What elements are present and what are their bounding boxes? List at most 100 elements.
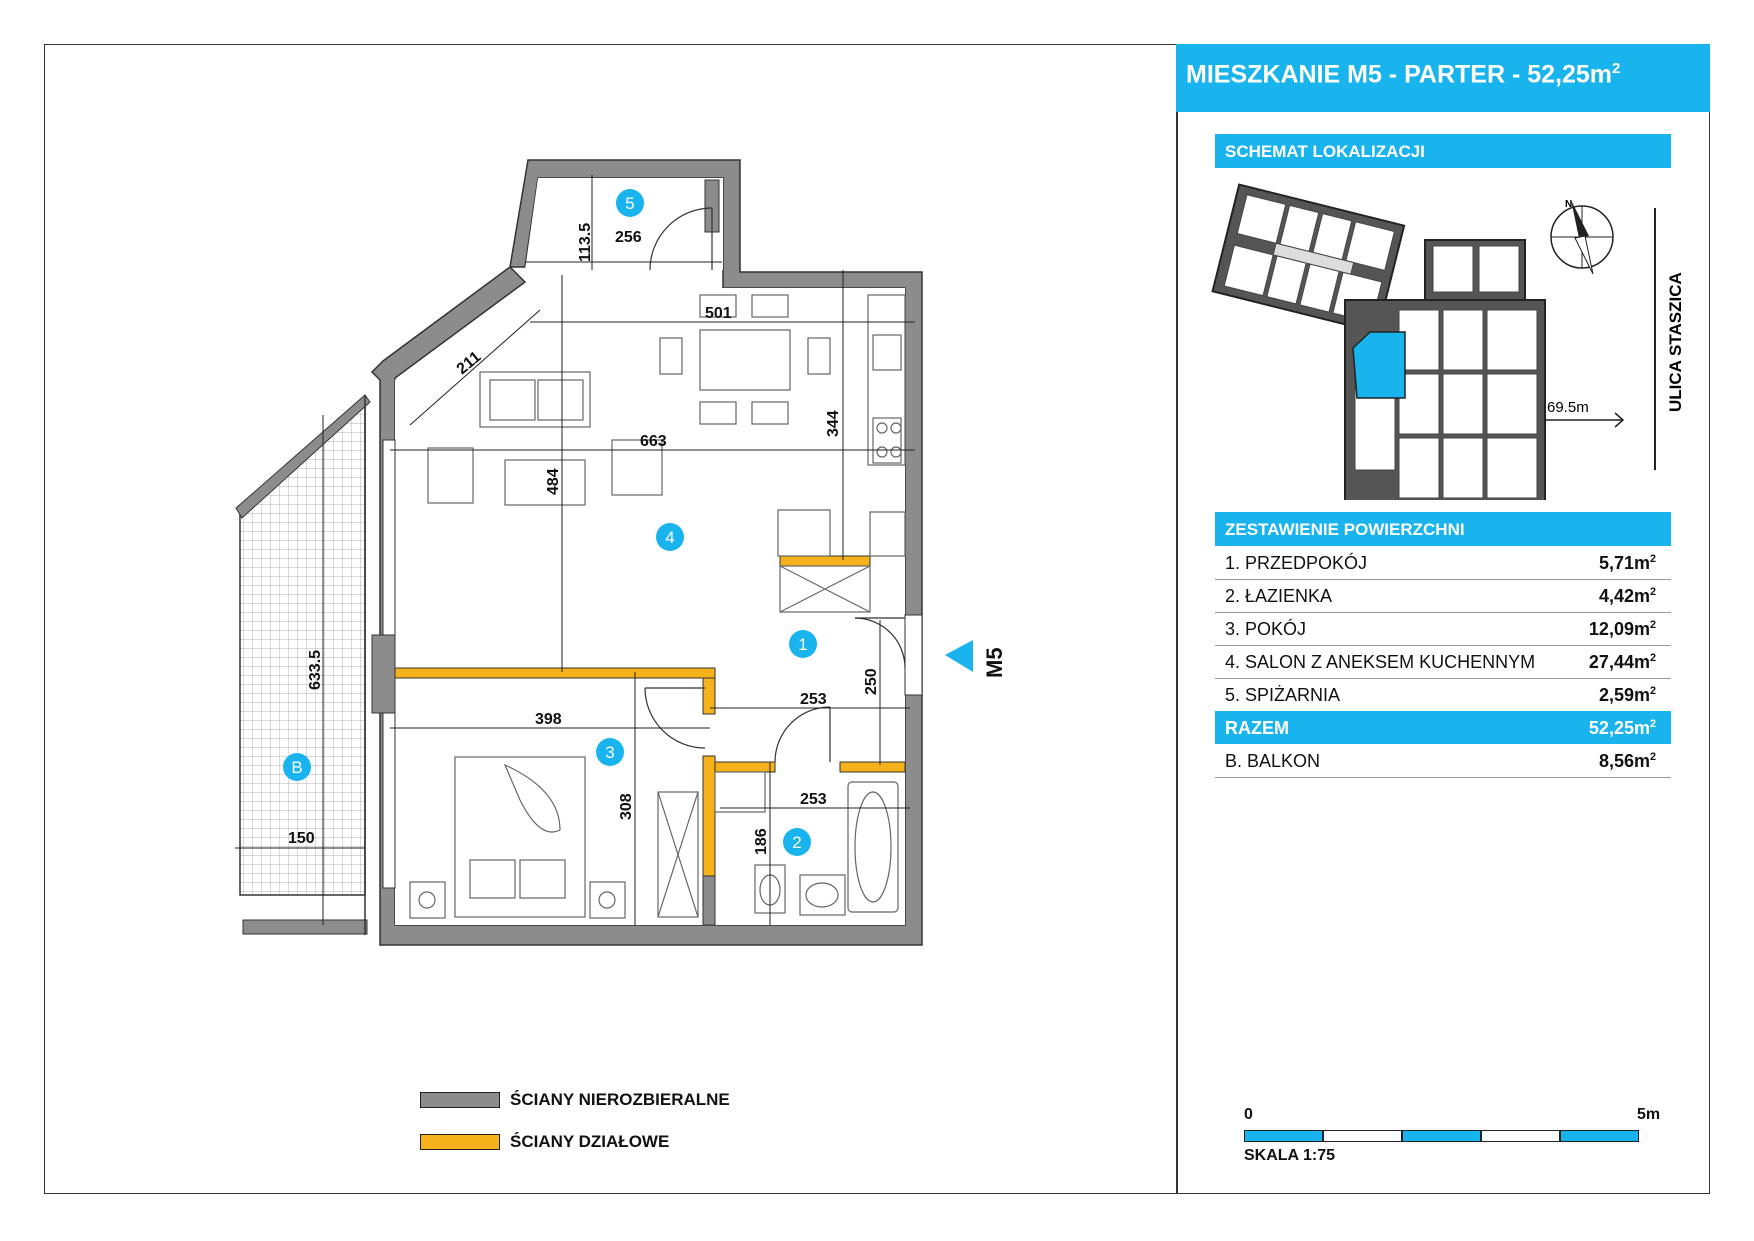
area-unit-sup: 2 xyxy=(1649,685,1656,697)
dim-484: 484 xyxy=(545,468,562,495)
legend-label-structural: ŚCIANY NIEROZBIERALNE xyxy=(510,1090,730,1109)
area-value-text: 12,09m xyxy=(1588,619,1650,639)
dimension-labels: 113.5 256 501 211 344 663 484 250 253 39… xyxy=(288,223,880,855)
bed xyxy=(409,756,699,919)
balcony-label: B. BALKON xyxy=(1225,751,1321,771)
area-row-value: 5,71m2 xyxy=(1599,553,1656,574)
scale-segment xyxy=(1560,1130,1639,1142)
kitchen-units xyxy=(777,294,906,613)
area-row-label: 1. PRZEDPOKÓJ xyxy=(1225,553,1368,573)
page-title: MIESZKANIE M5 - PARTER - 52,25m2 xyxy=(1186,60,1620,89)
building-east-block xyxy=(1344,239,1546,500)
dim-186: 186 xyxy=(753,828,770,855)
area-value-text: 4,42m xyxy=(1598,586,1650,606)
area-value-text: 5,71m xyxy=(1598,553,1650,573)
window-living xyxy=(382,439,396,636)
area-row-value: 27,44m2 xyxy=(1589,652,1656,673)
balcony-floor xyxy=(239,403,366,896)
building-west-wing xyxy=(1211,183,1406,334)
area-unit-sup: 2 xyxy=(1649,586,1656,598)
street-label: ULICA STASZICA xyxy=(1666,272,1685,412)
compass-north-label: N xyxy=(1565,199,1572,210)
pantry-floor xyxy=(525,178,723,270)
total-value-text: 52,25m xyxy=(1588,718,1650,738)
room-marker-1-label: 1 xyxy=(798,635,807,654)
coffee-table-and-chairs xyxy=(427,439,663,506)
location-section-header: SCHEMAT LOKALIZACJI xyxy=(1215,134,1671,168)
distance-arrow-head-icon xyxy=(1614,412,1625,428)
balcony-value: 8,56m2 xyxy=(1599,751,1656,772)
location-map: N ULICA STASZICA 69.5m xyxy=(1211,183,1685,500)
area-value-text: 2,59m xyxy=(1598,685,1650,705)
entrance-arrow-icon xyxy=(945,640,973,672)
highlighted-apartment xyxy=(1352,331,1406,399)
window-bedroom xyxy=(382,712,396,889)
dim-253-top: 253 xyxy=(800,691,827,708)
area-row-label: 2. ŁAZIENKA xyxy=(1225,586,1333,606)
area-row-label: 3. POKÓJ xyxy=(1225,619,1307,639)
dim-501: 501 xyxy=(705,305,732,322)
scale-segment xyxy=(1481,1130,1560,1142)
balcony-row: B. BALKON 8,56m2 xyxy=(1215,744,1671,778)
scale-label: SKALA 1:75 xyxy=(1244,1147,1335,1164)
area-unit-sup: 2 xyxy=(1649,619,1656,631)
area-row-value: 4,42m2 xyxy=(1599,586,1656,607)
dim-663: 663 xyxy=(640,433,667,450)
room-marker-b: B xyxy=(283,753,311,781)
legend-swatch-structural xyxy=(420,1092,500,1108)
balcony-value-text: 8,56m xyxy=(1598,751,1650,771)
balcony-slab xyxy=(242,919,368,935)
area-row: 4. SALON Z ANEKSEM KUCHENNYM 27,44m2 xyxy=(1215,645,1671,679)
areas-section-title: ZESTAWIENIE POWIERZCHNI xyxy=(1225,520,1465,539)
total-unit-sup: 2 xyxy=(1649,718,1656,730)
floor-plan: 113.5 256 501 211 344 663 484 250 253 39… xyxy=(235,159,1007,946)
room-marker-3-label: 3 xyxy=(605,743,614,762)
dim-256: 256 xyxy=(615,229,642,246)
room-marker-b-label: B xyxy=(291,758,302,777)
dim-308: 308 xyxy=(618,793,635,820)
area-row-label: 4. SALON Z ANEKSEM KUCHENNYM xyxy=(1225,652,1536,672)
area-unit-sup: 2 xyxy=(1649,652,1656,664)
legend-label-partition: ŚCIANY DZIAŁOWE xyxy=(510,1132,670,1151)
room-marker-5-label: 5 xyxy=(625,194,634,213)
room-marker-2-label: 2 xyxy=(792,833,801,852)
title-sup: 2 xyxy=(1612,60,1621,77)
sheet-divider xyxy=(1176,44,1178,1194)
area-unit-sup: 2 xyxy=(1649,553,1656,565)
scale-segment xyxy=(1244,1130,1323,1142)
total-label: RAZEM xyxy=(1225,718,1289,738)
room-marker-3: 3 xyxy=(596,738,624,766)
dimension-lines xyxy=(235,175,915,925)
areas-section-header: ZESTAWIENIE POWIERZCHNI xyxy=(1215,512,1671,546)
balcony-unit-sup: 2 xyxy=(1649,751,1656,763)
dim-398: 398 xyxy=(535,711,562,728)
area-row-value: 12,09m2 xyxy=(1589,619,1656,640)
area-row: 2. ŁAZIENKA 4,42m2 xyxy=(1215,579,1671,613)
scale-segment xyxy=(1402,1130,1481,1142)
dim-113-5: 113.5 xyxy=(577,223,594,262)
dim-250: 250 xyxy=(863,668,880,695)
area-value-text: 27,44m xyxy=(1588,652,1650,672)
area-row-value: 2,59m2 xyxy=(1599,685,1656,706)
room-marker-1: 1 xyxy=(789,630,817,658)
wall-pier xyxy=(371,634,396,714)
room-marker-2: 2 xyxy=(783,828,811,856)
title-text: MIESZKANIE M5 - PARTER - 52,25m xyxy=(1186,60,1613,89)
room-marker-4: 4 xyxy=(656,523,684,551)
partition-walls xyxy=(394,555,906,926)
dining-set xyxy=(659,294,831,425)
legend-swatch-partition xyxy=(420,1134,500,1150)
distance-label: 69.5m xyxy=(1547,399,1589,416)
balcony-railing xyxy=(235,394,371,519)
apartment-floor xyxy=(395,288,905,925)
total-value: 52,25m2 xyxy=(1589,718,1656,739)
entrance-label: M5 xyxy=(982,647,1007,678)
area-row: 3. POKÓJ 12,09m2 xyxy=(1215,612,1671,646)
entrance-door-gap xyxy=(904,614,923,696)
room-marker-5: 5 xyxy=(616,189,644,217)
area-row: 1. PRZEDPOKÓJ 5,71m2 xyxy=(1215,546,1671,580)
area-total-row: RAZEM 52,25m2 xyxy=(1215,711,1671,744)
dim-633-5: 633.5 xyxy=(307,650,324,690)
area-row: 5. SPIŻARNIA 2,59m2 xyxy=(1215,678,1671,712)
title-bar: MIESZKANIE M5 - PARTER - 52,25m2 xyxy=(1176,44,1710,112)
